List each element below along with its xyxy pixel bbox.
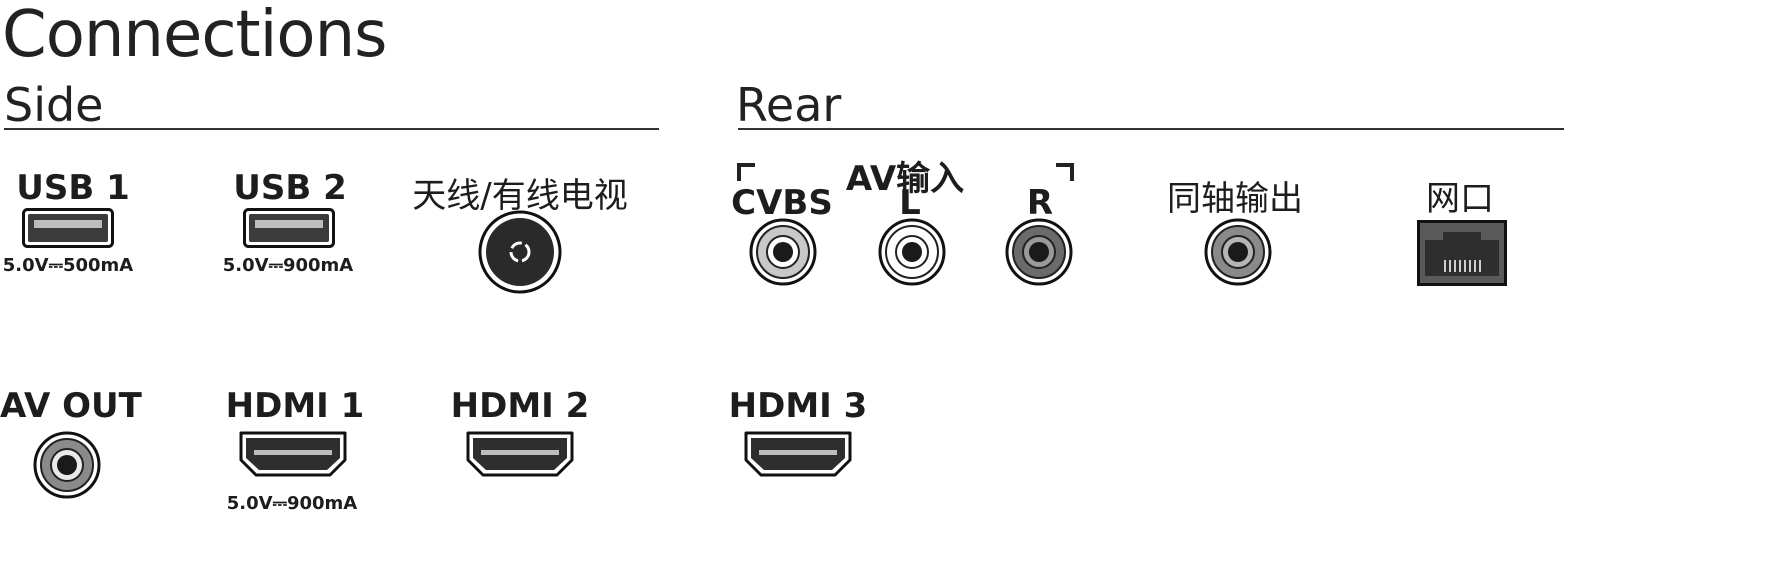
hdmi2-label: HDMI 2 <box>450 386 590 426</box>
usb-port-icon <box>243 208 335 248</box>
hdmi3-label: HDMI 3 <box>728 386 868 426</box>
hdmi1-label: HDMI 1 <box>225 386 365 426</box>
lan-label: 网口 <box>1426 179 1494 219</box>
section-title-side: Side <box>4 78 104 132</box>
usb-port-icon <box>22 208 114 248</box>
rca-port-icon <box>749 218 817 286</box>
av-in-bracket-left <box>737 163 755 181</box>
rca-port-icon <box>1204 218 1272 286</box>
section-title-rear: Rear <box>736 78 842 132</box>
ethernet-port-icon <box>1417 220 1507 286</box>
audio-l-label: L <box>899 183 921 223</box>
antenna-port-icon <box>478 210 562 294</box>
rca-port-icon <box>33 431 101 499</box>
usb2-power-spec: 5.0V⎓900mA <box>222 255 354 276</box>
cvbs-label: CVBS <box>731 183 833 223</box>
antenna-label: 天线/有线电视 <box>412 176 628 216</box>
coax-out-label: 同轴输出 <box>1167 179 1303 219</box>
rca-port-icon <box>878 218 946 286</box>
usb2-label: USB 2 <box>233 168 347 208</box>
usb1-label: USB 1 <box>16 168 130 208</box>
page-title: Connections <box>2 0 387 72</box>
hdmi-port-icon <box>744 431 852 477</box>
hdmi-port-icon <box>239 431 347 477</box>
av-out-label: AV OUT <box>0 386 142 426</box>
hdmi1-power-spec: 5.0V⎓900mA <box>226 493 358 514</box>
rca-port-icon <box>1005 218 1073 286</box>
usb1-power-spec: 5.0V⎓500mA <box>2 255 134 276</box>
hdmi-port-icon <box>466 431 574 477</box>
rear-divider <box>738 128 1564 130</box>
side-divider <box>4 128 659 130</box>
av-in-bracket-right <box>1056 163 1074 181</box>
audio-r-label: R <box>1026 183 1054 223</box>
av-in-group-label: AV输入 <box>845 159 965 199</box>
